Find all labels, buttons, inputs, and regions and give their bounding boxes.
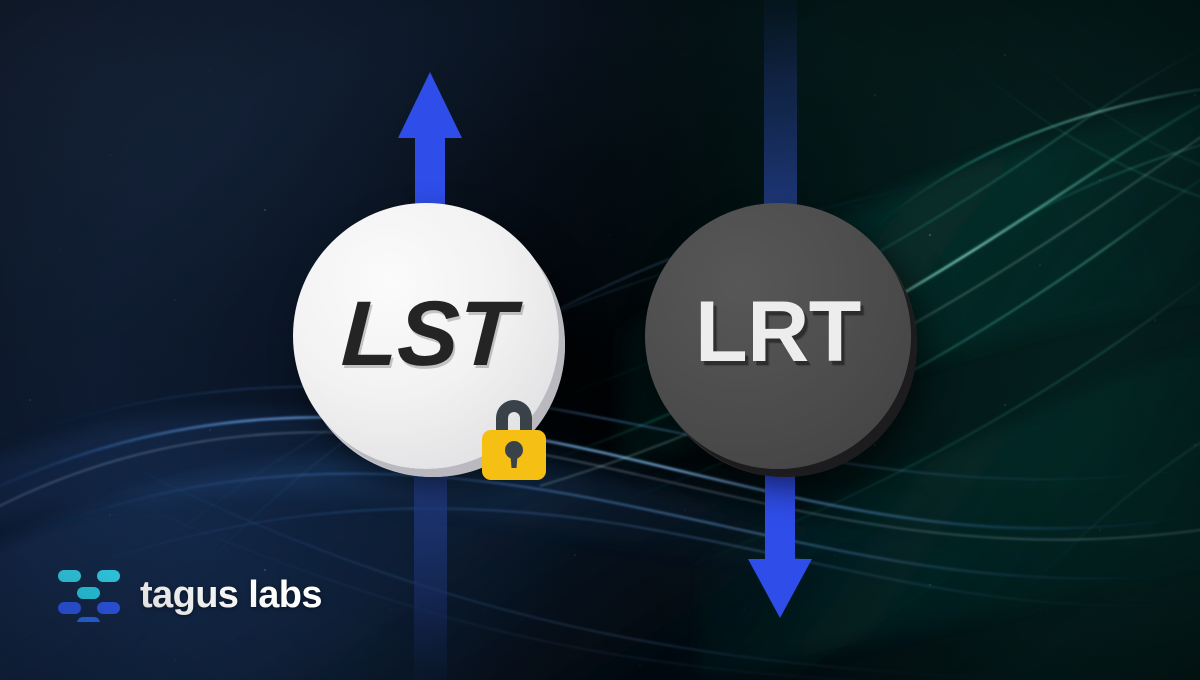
lst-coin-label: LST xyxy=(339,283,517,385)
lst-arrow-shaft-dim xyxy=(414,460,447,680)
lrt-coin-label: LRT xyxy=(695,284,861,380)
tagus-labs-logo[interactable]: tagus labs xyxy=(58,568,323,622)
arrow-down-icon xyxy=(748,455,812,618)
lrt-coin: LRT xyxy=(645,203,911,469)
tagus-labs-dots-icon xyxy=(58,570,120,622)
lrt-arrow-shaft-dim xyxy=(764,0,797,215)
lock-icon xyxy=(482,400,546,480)
logo-wordmark: tagus labs xyxy=(140,574,323,616)
